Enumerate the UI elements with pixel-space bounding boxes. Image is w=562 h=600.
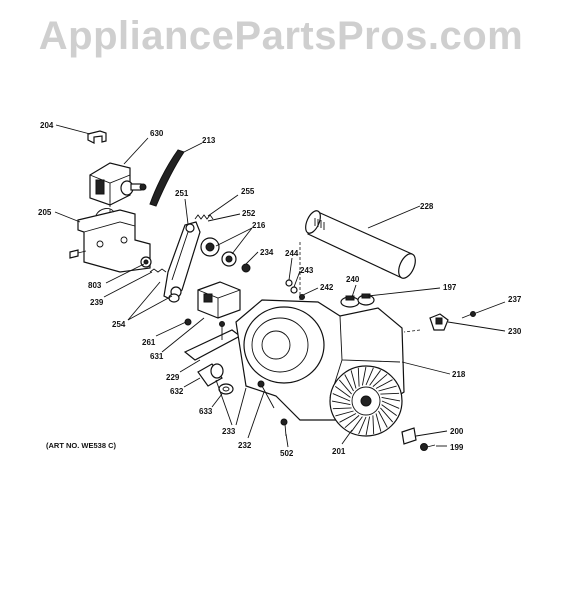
blower-blade [381, 400, 400, 409]
label-254: 254 [112, 320, 126, 329]
label-205: 205 [38, 208, 52, 217]
part-197-thermostat[interactable] [357, 293, 375, 306]
label-251: 251 [175, 189, 189, 198]
part-243-washer[interactable] [290, 286, 298, 294]
blower-blade [380, 407, 394, 423]
label-213: 213 [202, 136, 216, 145]
art-number-note: (ART NO. WE538 C) [46, 441, 117, 450]
blower-blade [332, 407, 352, 410]
label-218: 218 [452, 370, 466, 379]
part-242-screw[interactable] [299, 294, 305, 300]
callout-labels: 204 630 213 205 251 255 252 216 234 228 … [38, 121, 522, 458]
blower-blade [365, 416, 371, 436]
label-228: 228 [420, 202, 434, 211]
label-633: 633 [199, 407, 213, 416]
part-205-screw[interactable] [69, 249, 87, 259]
part-201-blower-wheel[interactable] [329, 365, 403, 437]
part-630-motor[interactable] [89, 162, 147, 206]
blower-blade [344, 415, 360, 429]
part-631-switch[interactable] [197, 281, 241, 319]
part-633-clamp[interactable] [218, 383, 234, 395]
blower-blade [372, 373, 388, 387]
label-502: 502 [280, 449, 294, 458]
blower-blade [381, 396, 401, 402]
blower-blade [335, 410, 354, 417]
part-251-idler-arm[interactable] [163, 221, 201, 301]
label-197: 197 [443, 283, 457, 292]
part-239-spring[interactable] [149, 268, 167, 273]
label-237: 237 [508, 295, 522, 304]
label-204: 204 [40, 121, 54, 130]
label-199: 199 [450, 443, 464, 452]
blower-blade [338, 379, 352, 395]
label-242: 242 [320, 283, 334, 292]
label-261: 261 [142, 338, 156, 347]
label-234: 234 [260, 248, 274, 257]
part-237-screw[interactable] [461, 311, 476, 319]
blower-blade [335, 386, 351, 398]
blower-blade [365, 367, 374, 386]
part-200-bracket[interactable] [401, 427, 417, 445]
blower-blade [381, 404, 397, 416]
label-244: 244 [285, 249, 299, 258]
label-803: 803 [88, 281, 102, 290]
blower-blade [369, 370, 381, 386]
label-201: 201 [332, 447, 346, 456]
part-205-bracket[interactable] [77, 200, 151, 273]
part-240-thermostat[interactable] [340, 295, 360, 308]
blower-blade [375, 413, 382, 432]
part-234-washer[interactable] [241, 263, 251, 273]
label-230: 230 [508, 327, 522, 336]
part-229-screw[interactable] [219, 321, 225, 341]
label-200: 200 [450, 427, 464, 436]
label-631: 631 [150, 352, 164, 361]
label-632: 632 [170, 387, 184, 396]
blower-blade [372, 415, 375, 435]
label-233: 233 [222, 427, 236, 436]
blower-blade [378, 410, 388, 428]
part-229-bracket[interactable] [183, 329, 242, 361]
part-244-washer[interactable] [285, 279, 293, 287]
label-240: 240 [346, 275, 360, 284]
part-803-clip[interactable] [140, 256, 152, 268]
part-199-screw[interactable] [420, 443, 436, 451]
part-204-clip[interactable] [87, 130, 107, 144]
part-632-cylinder[interactable] [197, 363, 224, 387]
blower-blade [351, 416, 363, 432]
label-255: 255 [241, 187, 255, 196]
label-252: 252 [242, 209, 256, 218]
part-254-washer[interactable] [168, 293, 180, 303]
label-229: 229 [166, 373, 180, 382]
part-255-spring[interactable] [194, 214, 214, 220]
blower-blade [375, 379, 393, 389]
label-232: 232 [238, 441, 252, 450]
blower-blade [331, 400, 351, 406]
leader-lines [54, 124, 506, 448]
watermark-logo: AppliancePartsPros.com [38, 14, 524, 58]
blower-blade [378, 385, 397, 392]
part-230-sensor[interactable] [429, 313, 449, 331]
blower-blade [380, 392, 400, 395]
blower-blade [339, 413, 357, 423]
blower-blade [344, 374, 354, 392]
blower-blade [358, 416, 367, 435]
blower-blade [361, 366, 367, 386]
label-216: 216 [252, 221, 266, 230]
part-216-pulley[interactable] [200, 237, 237, 267]
part-502-screw[interactable] [280, 418, 288, 437]
part-228-duct[interactable] [303, 209, 419, 281]
label-239: 239 [90, 298, 104, 307]
label-630: 630 [150, 129, 164, 138]
blower-blade [350, 370, 357, 389]
blower-blade [332, 393, 351, 402]
label-243: 243 [300, 266, 314, 275]
part-232-screw[interactable] [257, 380, 275, 409]
blower-blade [357, 367, 360, 387]
